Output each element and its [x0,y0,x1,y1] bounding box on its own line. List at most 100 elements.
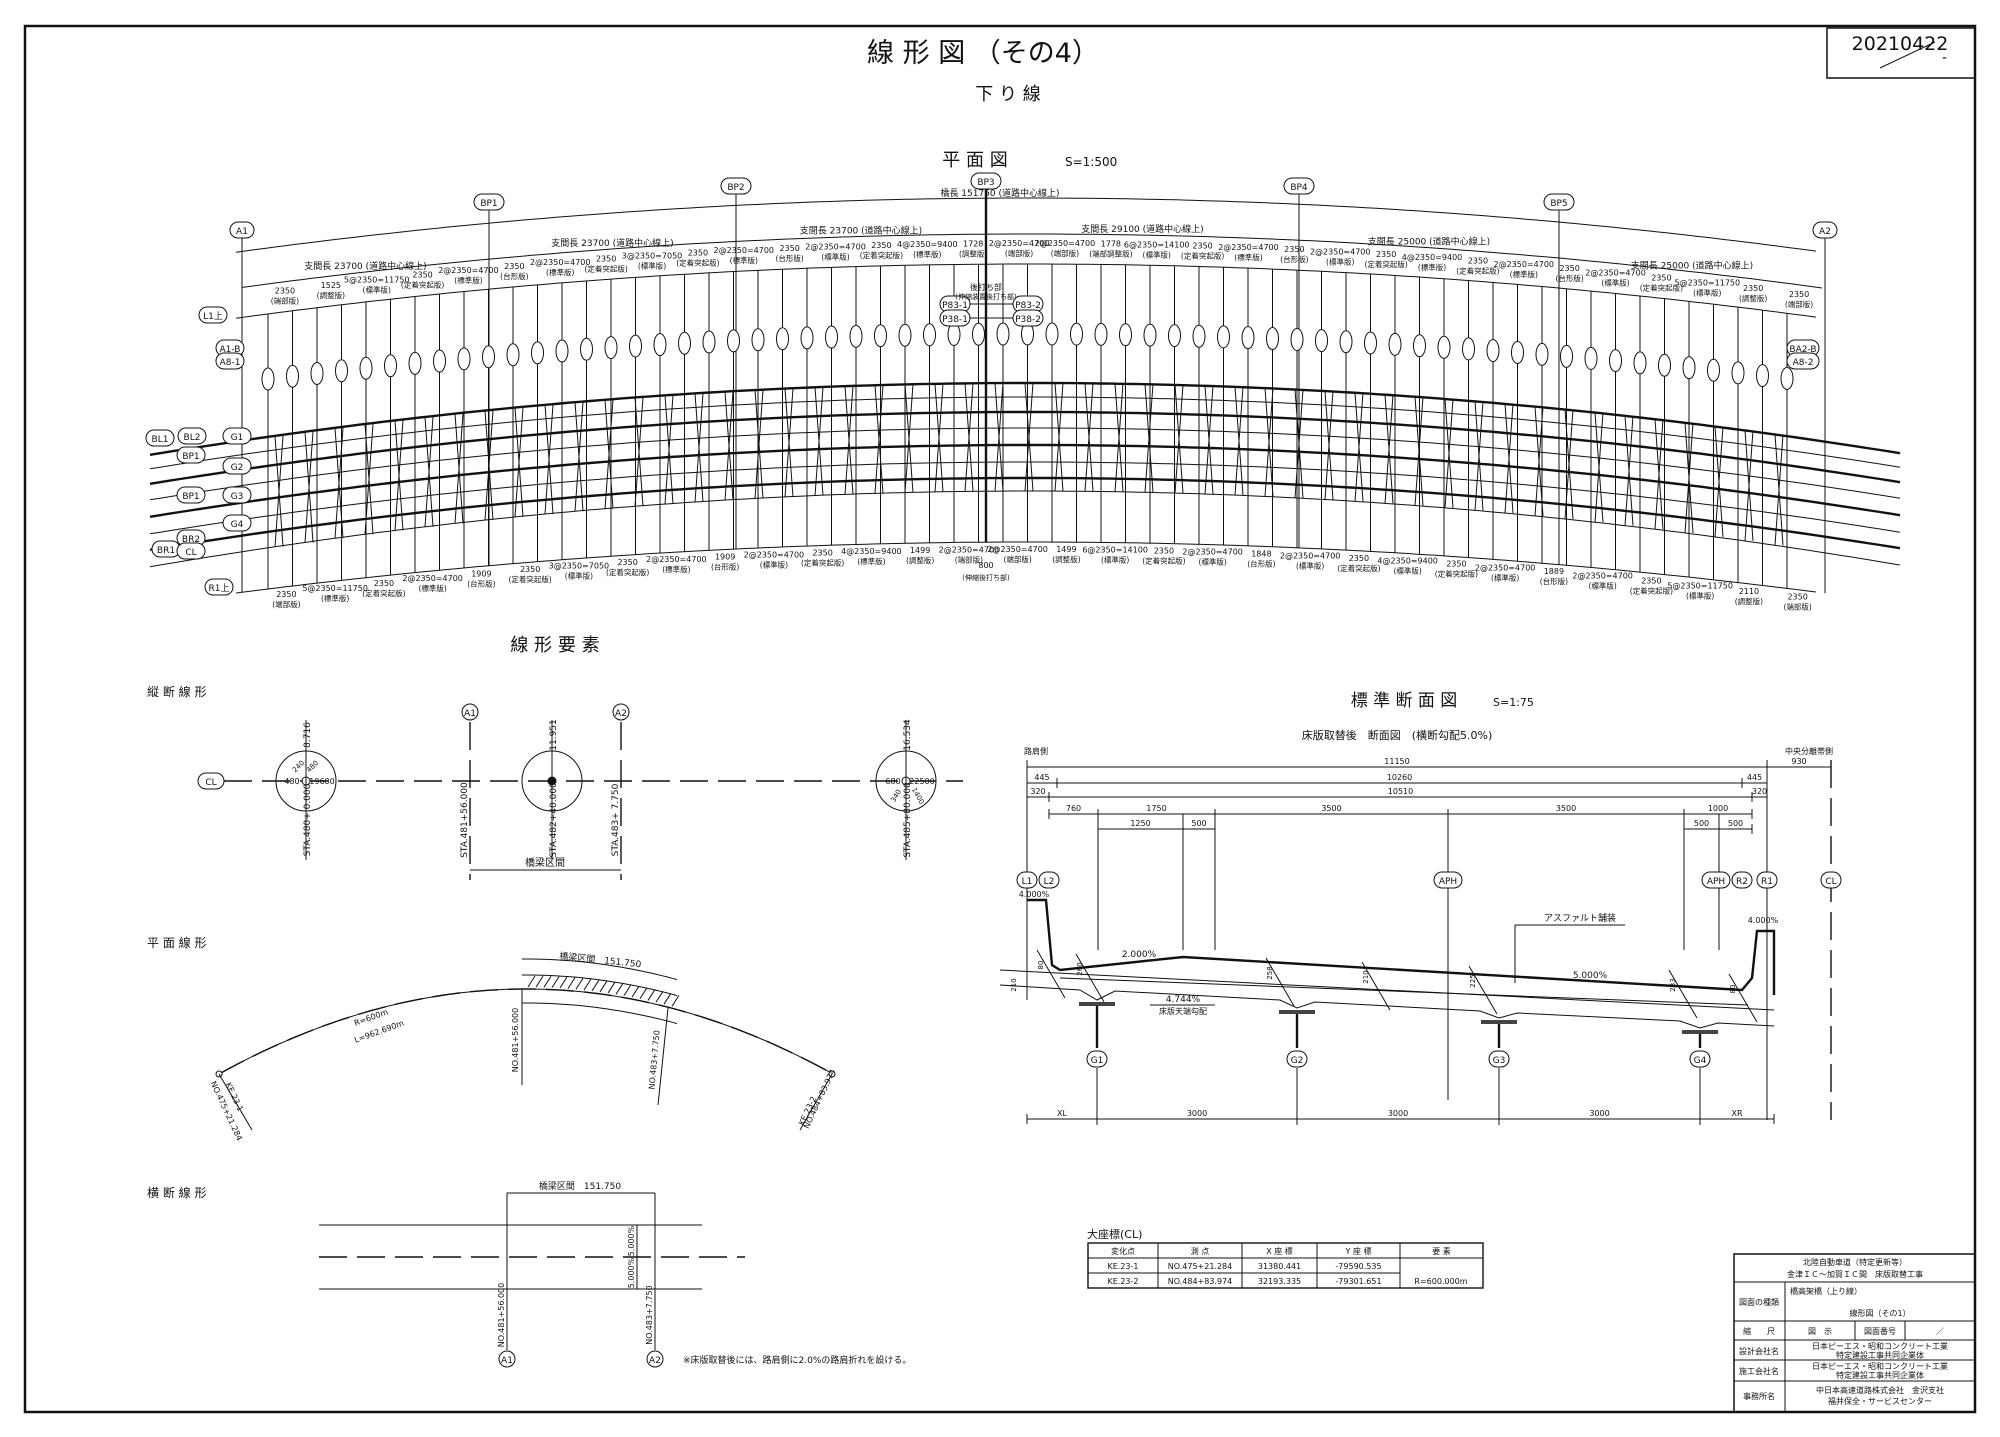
bubble-label: A2 [649,1356,661,1366]
panel-dimension: 2@2350=4700 [987,545,1048,554]
panel-dimension: 2@2350=4700 [1035,239,1096,248]
panel-number-bubble [702,330,716,354]
panel-dimension: 3@2350=7050 [622,251,683,260]
panel-number-bubble [580,337,593,361]
panel-dimension: 2@2350=4700 [714,246,775,255]
hatch [575,977,584,990]
bridge-section-dim [522,958,678,981]
cross-brace [424,416,434,527]
panel-number-bubble [972,322,985,346]
panel-type: (標準版) [1491,572,1519,582]
cross-brace [274,435,284,547]
cross-brace [1744,430,1754,542]
line [218,1073,253,1131]
cross-brace [814,387,824,496]
bubble-label: G1 [1091,1056,1104,1066]
panel-type: (標準版) [760,559,788,569]
table-header: X 座 標 [1266,1246,1293,1256]
bubble-label: BL1 [152,435,169,445]
panel-number-bubble [1560,344,1573,368]
panel-number-bubble [1584,346,1598,370]
bridge-outline [522,1002,678,1025]
panel-number-bubble [1437,335,1451,359]
path [218,988,832,1075]
span-length-label: 支間長 23700 (道路中心線上) [800,224,922,236]
panel-type: (標準版) [1588,581,1616,591]
thickness-leader [1668,969,1698,1019]
panel-dimension: 2350 [1349,554,1369,563]
bubble-label: APH [1707,877,1725,887]
bubble-outline [222,514,252,532]
cross-brace [1534,406,1544,516]
panel-dimension: 2350 [1154,546,1174,555]
panel-dimension: 2@2350=4700 [438,266,499,275]
panel-dimension: 2@2350=4700 [805,242,866,251]
slab-slope-label: 床版天端勾配 [1159,1006,1207,1016]
panel-number-bubble [261,367,275,391]
panel-dimension: 2350 [276,590,296,599]
bearing-plate [1079,1002,1115,1006]
panel-number-bubble [531,341,544,365]
cross-brace [754,389,764,499]
bubble-label: A1 [501,1356,513,1366]
panel-type: (標準版) [1686,590,1714,600]
dimension-value: 3500 [1321,804,1341,813]
line-label-7: G2 [222,457,252,475]
thickness-label: 80 [1037,961,1045,970]
bubble-outline [1086,1050,1108,1068]
cross-brace [1084,383,1094,492]
table-cell: NO.484+83.974 [1168,1277,1232,1286]
panel-dimension: 2350 [374,579,394,588]
dimension-value: 3500 [1556,804,1576,813]
bubble-outline [1786,352,1820,370]
joint-post-cast-label: (伸縮装置後打ち部) [955,292,1017,301]
line-label-aph: APH [1701,871,1731,889]
panel-number-bubble [874,324,887,348]
station-label: STA.481+56.000 [460,782,470,858]
table-header: 測 点 [1191,1246,1210,1256]
panel-number-bubble [751,328,765,352]
panel-number-bubble [1192,324,1206,348]
table-header: Y 座 標 [1345,1246,1372,1256]
bubble-label: A1 [464,709,476,719]
station-label: STA.485+80.000 [903,782,913,858]
plan-title: 平 面 図 [942,150,1007,171]
line-label-14: R1上 [204,578,234,596]
bridge-length-label: 橋長 151750 (道路中心線上) [940,187,1059,199]
panel-number-bubble [384,354,397,378]
panel-number-bubble [1609,349,1622,373]
bubble-outline [1038,871,1060,889]
panel-number-bubble [1217,325,1230,349]
dimension-value: 320 [1752,787,1767,796]
table-header: 変化点 [1111,1246,1135,1256]
girder-line [149,396,1901,470]
panel-type: (定着突起版) [860,250,903,260]
table-cell: NO.475+21.284 [1168,1262,1232,1271]
panel-number-bubble [1780,366,1794,390]
cross-brace [1024,382,1034,492]
bubble-label: R2 [1736,877,1748,887]
cross-brace [394,420,404,531]
panel-number-bubble [1535,342,1549,366]
label: 図 示 [1808,1327,1832,1336]
thickness-leader [1075,953,1105,1003]
panel-number-bubble [849,324,863,348]
table-cell: 32193.335 [1258,1277,1301,1286]
panel-number-bubble [1707,358,1720,382]
panel-dimension: 1909 [471,569,491,578]
panel-dimension: 2@2350=4700 [1280,551,1341,560]
dimension-value: 1250 [1130,819,1150,828]
section-scale: S=1:75 [1493,696,1534,709]
pavement-label: アスファルト舗装 [1544,912,1616,924]
line-label-13: CL [176,542,206,560]
panel-dimension: 2350 [1787,593,1807,602]
cross-brace [844,386,854,495]
label: 金津ＩＣ～加賀ＩＣ間 床版取替工事 [1787,1269,1923,1279]
plan-view: 平 面 図 S=1:500 橋長 151750 (道路中心線上)A1BP1BP2… [145,150,1901,612]
cross-brace [1684,422,1694,534]
line-label-8: BP1 [176,486,206,504]
label: 日本ピーエス・昭和コンクリート工業 [1812,1341,1948,1351]
panel-type: (端部版) [1785,299,1813,309]
panel-type: (定着突起版) [1142,555,1185,565]
